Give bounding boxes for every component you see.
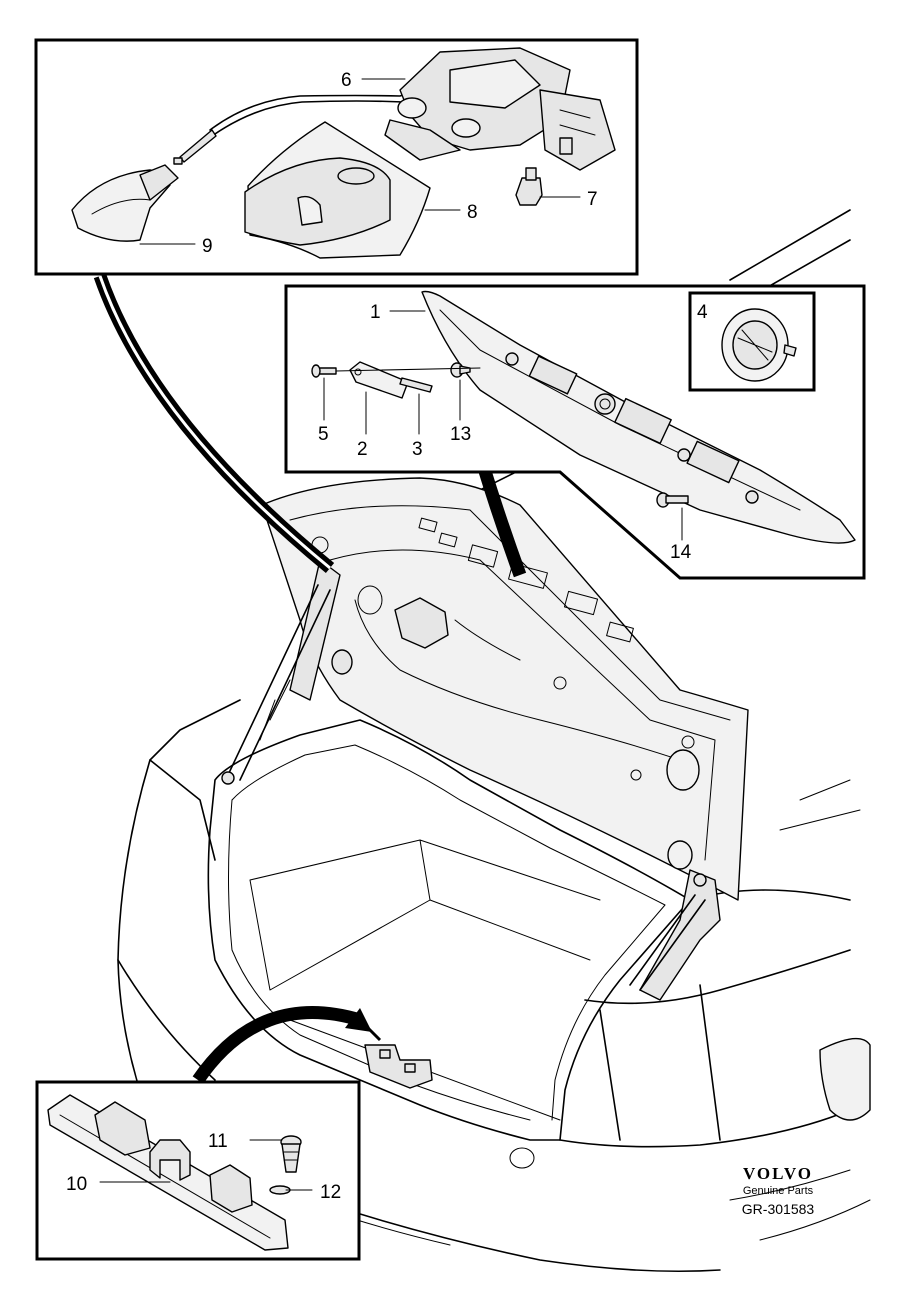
striker-parts xyxy=(47,1094,302,1251)
diagram-code: GR-301583 xyxy=(741,1201,815,1217)
callout-8: 8 xyxy=(467,202,478,223)
leader-lines-striker xyxy=(99,1139,313,1191)
callout-9: 9 xyxy=(202,236,213,257)
callout-12: 12 xyxy=(320,1182,341,1203)
callout-4: 4 xyxy=(697,302,708,323)
callout-10: 10 xyxy=(66,1174,87,1195)
trunk-panel-parts xyxy=(311,290,856,544)
callout-14: 14 xyxy=(670,542,692,563)
brand-block: VOLVO Genuine Parts GR-301583 xyxy=(728,1164,828,1217)
lock-cylinder-part xyxy=(721,308,797,382)
callout-7: 7 xyxy=(587,189,598,210)
callout-2: 2 xyxy=(357,439,368,460)
callout-6: 6 xyxy=(341,70,352,91)
brand-subtitle: Genuine Parts xyxy=(742,1185,814,1197)
callout-5: 5 xyxy=(318,424,329,445)
lock-assembly-parts xyxy=(71,47,616,259)
callout-13: 13 xyxy=(450,424,471,445)
volvo-logo: VOLVO xyxy=(742,1164,814,1183)
leader-lines-lock xyxy=(139,78,581,245)
callout-labels: 6 7 8 9 1 4 5 2 3 13 14 11 10 12 xyxy=(66,70,708,1203)
callout-3: 3 xyxy=(412,439,423,460)
leader-lines-panel xyxy=(323,310,683,541)
callout-1: 1 xyxy=(370,302,381,323)
callout-11: 11 xyxy=(208,1131,228,1152)
